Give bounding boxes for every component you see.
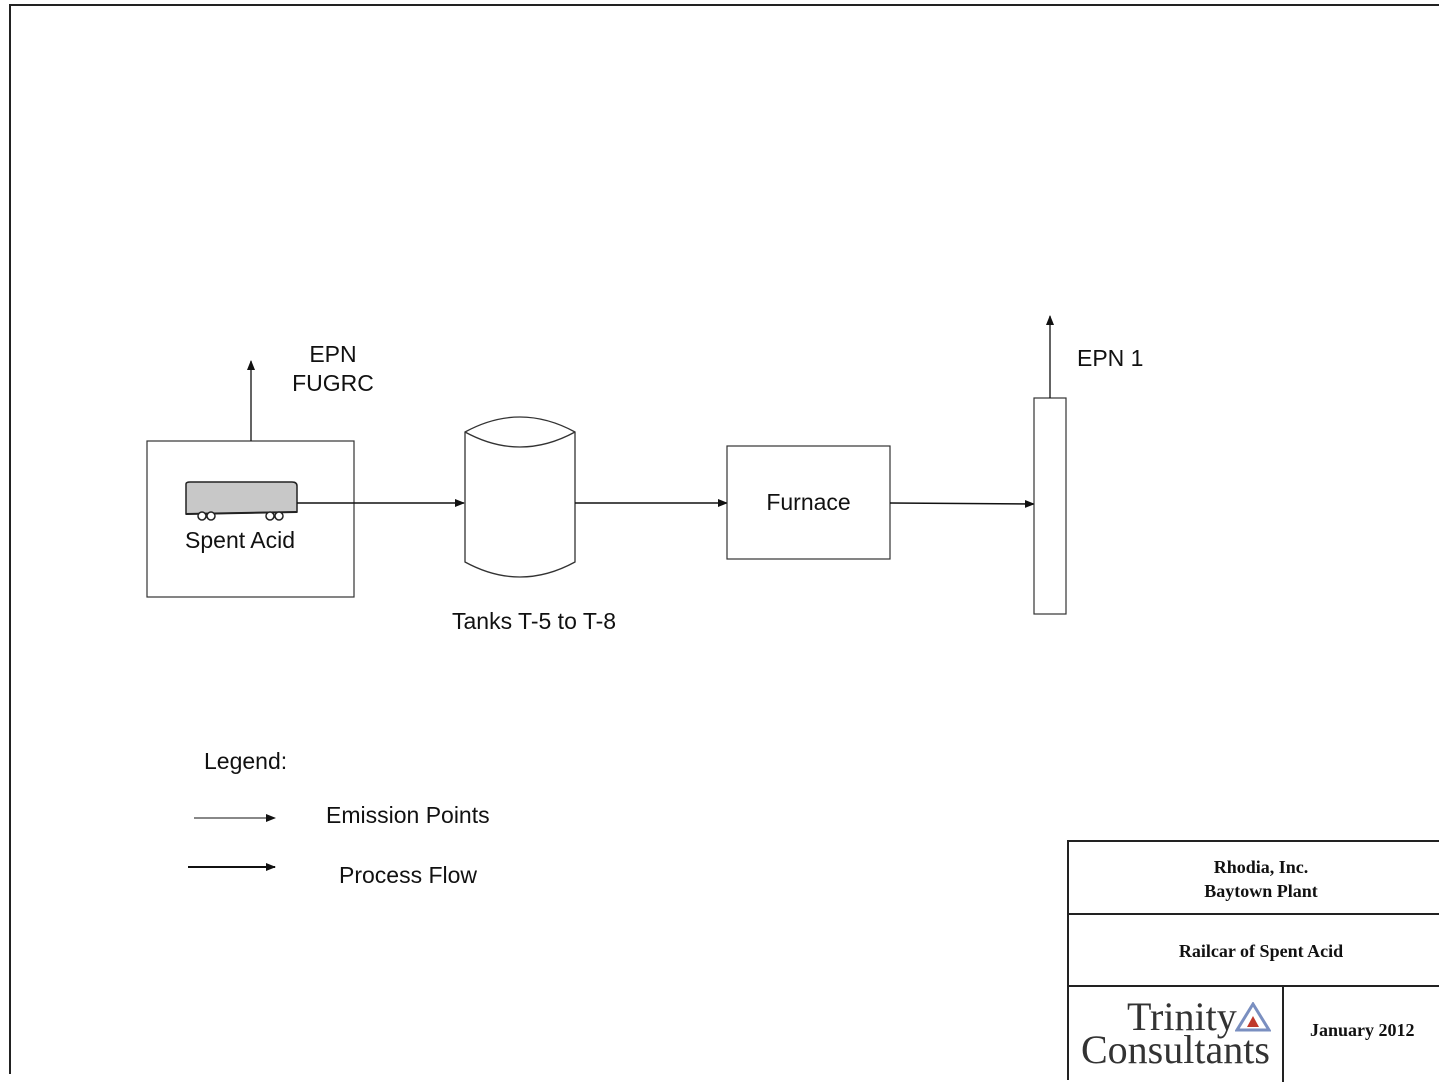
title-block-company: Rhodia, Inc. Baytown Plant [1069,842,1439,915]
epn-fugrc-label: EPN FUGRC [292,341,374,396]
furnace-label: Furnace [766,489,851,515]
plant-name: Baytown Plant [1204,881,1318,901]
legend-process-label: Process Flow [339,862,478,888]
drawing-title: Railcar of Spent Acid [1178,941,1344,961]
furnace-box [726,445,891,560]
flow-arrow-to-stack [889,499,1035,508]
railcar-icon [185,481,298,521]
tank-cylinder [464,416,576,578]
logo-line1: Trinity [1127,994,1237,1039]
legend-emission-label: Emission Points [326,802,490,828]
page-frame [9,4,1439,1074]
spent-acid-box [146,440,355,598]
title-block-drawing-title: Railcar of Spent Acid [1069,915,1439,987]
logo-line2: Consultants [1081,1027,1270,1072]
spent-acid-label: Spent Acid [185,527,295,553]
trinity-consultants-logo: Trinity Consultants [1069,987,1284,1082]
tanks-label: Tanks T-5 to T-8 [452,608,617,634]
drawing-date: January 2012 [1310,1020,1415,1040]
title-block: Rhodia, Inc. Baytown Plant Railcar of Sp… [1067,840,1439,1082]
triangle-logo-icon [1235,1002,1271,1032]
stack [1033,397,1067,615]
epn-1-label: EPN 1 [1077,345,1144,371]
legend-title: Legend: [204,748,288,774]
company-name: Rhodia, Inc. [1213,857,1309,877]
